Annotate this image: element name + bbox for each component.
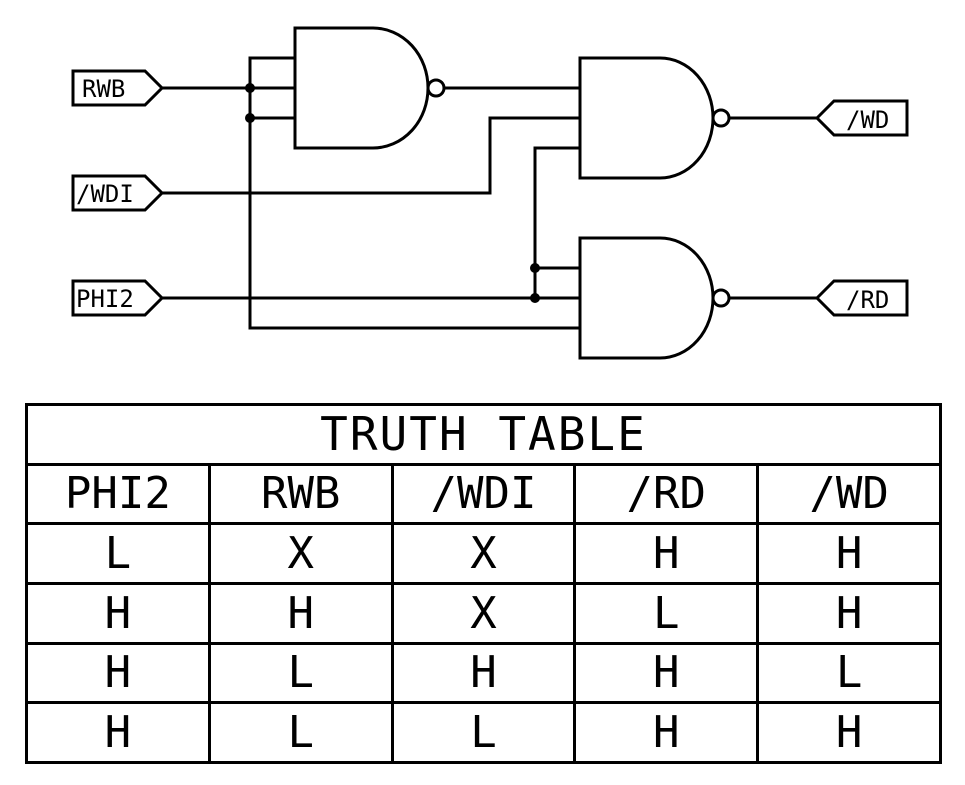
table-cell: H [573,522,760,585]
table-cell: H [756,522,942,585]
header-row: PHI2 RWB /WDI /RD /WD [25,462,942,526]
table-cell: X [207,522,394,585]
inversion-bubble [711,108,731,128]
junction-dot [530,263,540,273]
table-cell: L [207,641,394,705]
table-cell: L [207,701,394,764]
table-cell: X [390,581,577,645]
wire-wdi [160,116,582,195]
port-shape [71,279,165,317]
table-cell: H [207,581,394,645]
junction-dot [245,83,255,93]
output-port-rd: /RD [814,279,909,317]
table-cell: H [390,641,577,705]
table-row: H L L H H [25,701,942,764]
gate-body [578,56,715,180]
port-label: /RD [846,286,889,314]
inversion-bubble [426,78,446,98]
table-cell: X [390,522,577,585]
table-cell: H [756,701,942,764]
wires [160,56,819,330]
table-cell: L [573,581,760,645]
port-label: /WD [846,106,889,134]
table-cell: H [25,641,211,705]
input-port-phi2: PHI2 [71,279,165,317]
gate-body [293,26,430,150]
table-cell: H [756,581,942,645]
wire-phi2-u2 [533,146,582,300]
truth-table: TRUTH TABLE PHI2 RWB /WDI /RD /WD L X X … [25,403,942,764]
table-row: H H X L H [25,581,942,645]
port-shape [71,69,165,107]
port-shape [814,99,909,137]
junction-dot [245,113,255,123]
nand-gate-u3 [578,236,731,360]
port-shape [814,279,909,317]
logic-schematic: RWB /WDI PHI2 /WD /RD [71,26,909,360]
junctions [245,83,540,303]
header-cell: RWB [207,462,394,526]
table-cell: H [573,641,760,705]
gate-body [578,236,715,360]
table-cell: L [25,522,211,585]
header-cell: /WD [756,462,942,526]
table-cell: H [25,581,211,645]
table-cell: H [573,701,760,764]
port-shape [71,174,165,212]
port-label: PHI2 [76,285,134,313]
input-port-rwb: RWB [71,69,165,107]
inversion-bubble [711,288,731,308]
nand-gate-u2 [578,56,731,180]
truth-table-title: TRUTH TABLE [25,403,942,466]
table-row: L X X H H [25,522,942,585]
table-row: H L H H L [25,641,942,705]
output-port-wd: /WD [814,99,909,137]
header-cell: /WDI [390,462,577,526]
header-cell: PHI2 [25,462,211,526]
port-label: /WDI [76,180,134,208]
nand-gate-u1 [293,26,446,150]
table-cell: L [756,641,942,705]
header-cell: /RD [573,462,760,526]
input-port-wdi: /WDI [71,174,165,212]
table-cell: L [390,701,577,764]
port-label: RWB [82,75,125,103]
table-cell: H [25,701,211,764]
junction-dot [530,293,540,303]
